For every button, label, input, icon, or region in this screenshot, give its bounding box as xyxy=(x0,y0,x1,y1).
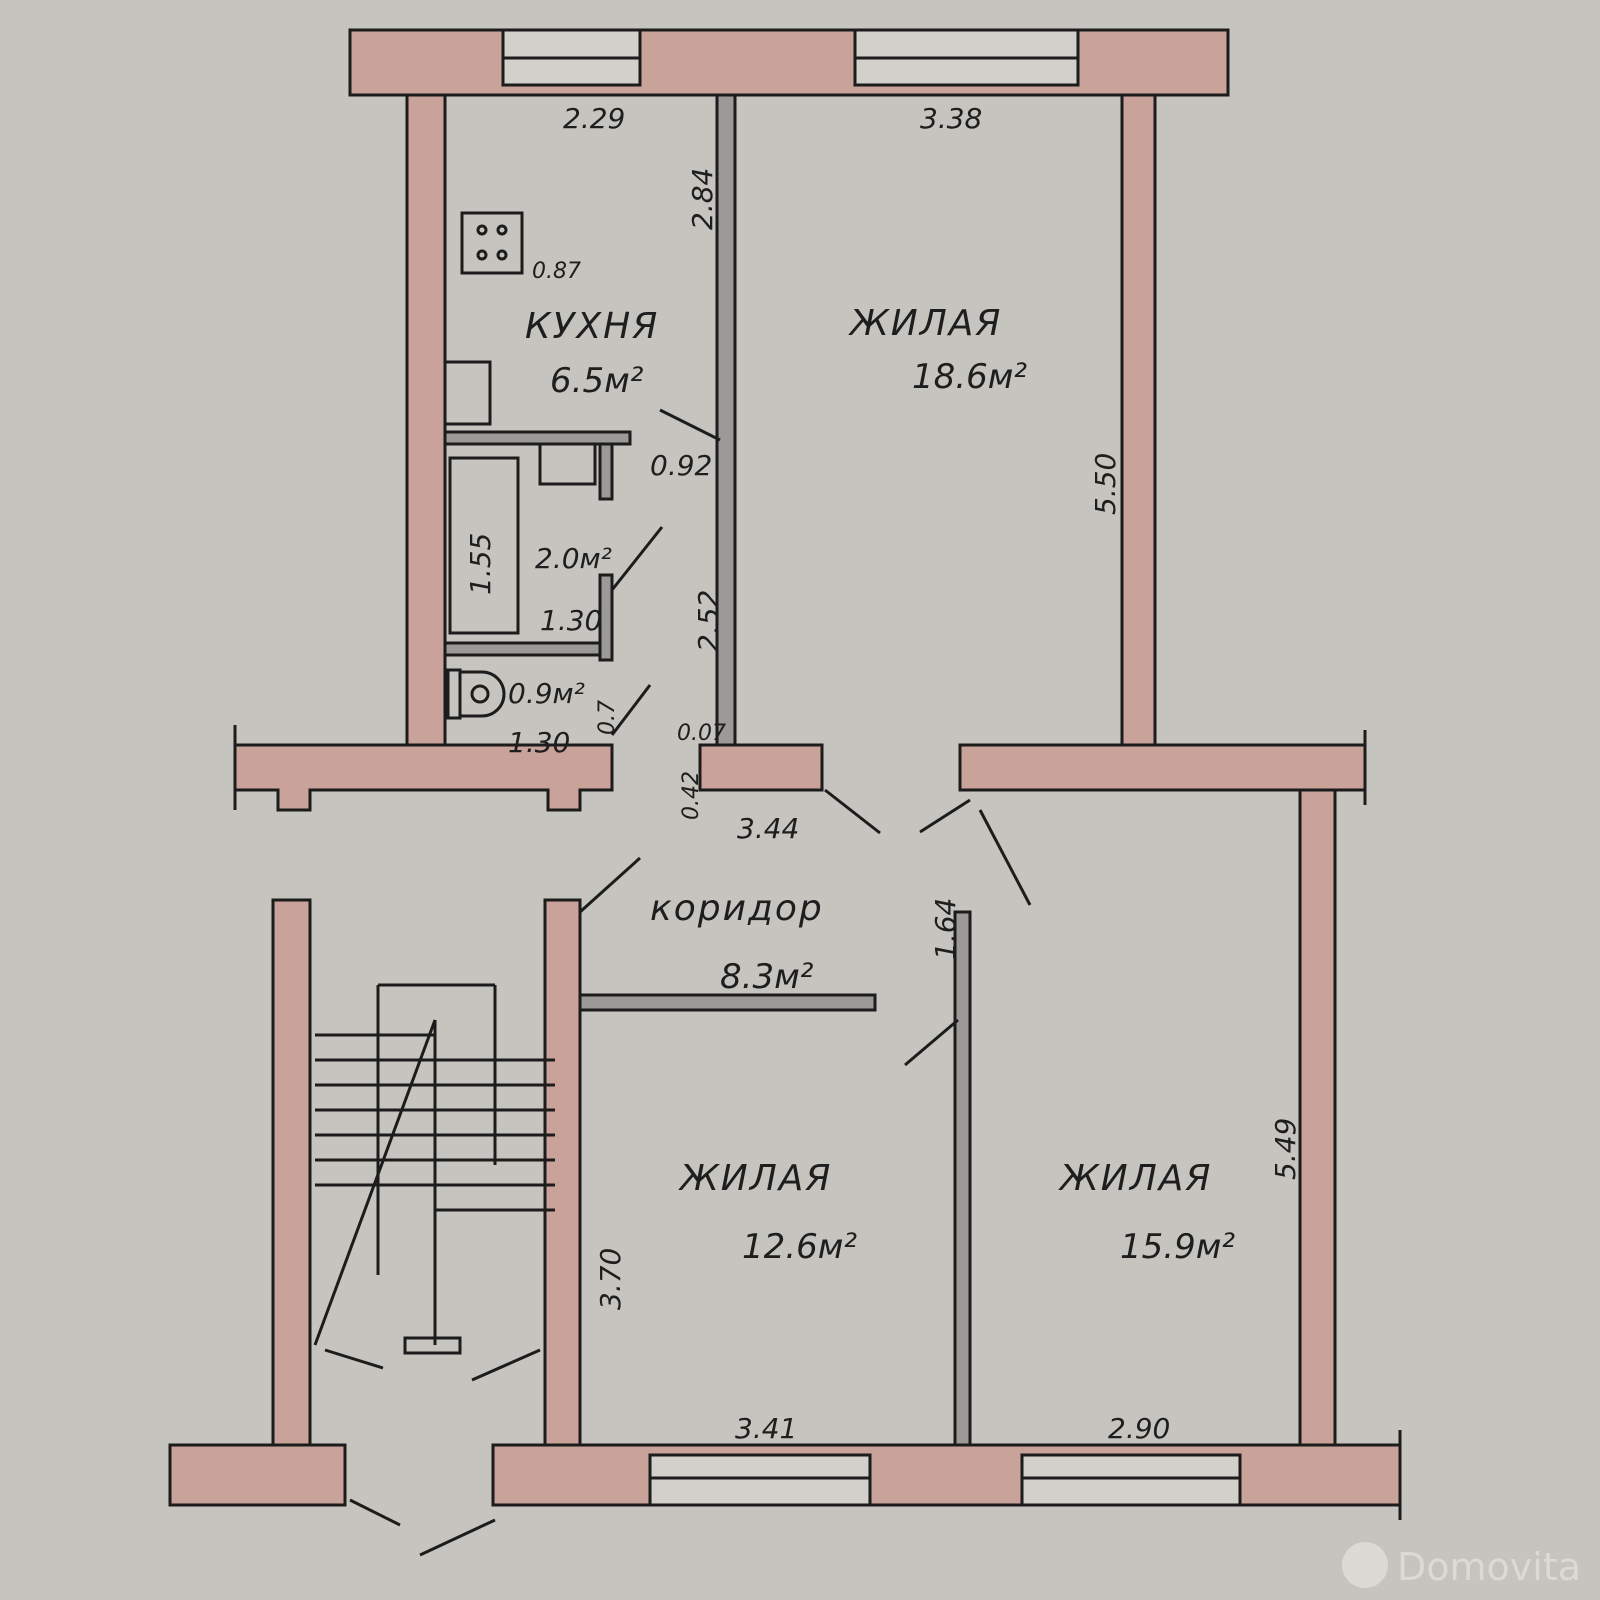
toilet-icon xyxy=(446,668,506,720)
dim-wall-thickness: 0.42 xyxy=(679,771,704,820)
labels: КУХНЯ 6.5м² ЖИЛАЯ 18.6м² 2.0м² 0.9м² кор… xyxy=(464,102,1302,1445)
stove-icon xyxy=(460,211,524,275)
toilet-area: 0.9м² xyxy=(508,677,585,710)
watermark-text: Domovita xyxy=(1397,1545,1581,1589)
dim-living-right-depth: 5.49 xyxy=(1269,1118,1302,1180)
living-right-name: ЖИЛАЯ xyxy=(1058,1158,1212,1199)
watermark: Domovita xyxy=(1342,1542,1581,1589)
dim-living-top-depth: 5.50 xyxy=(1089,453,1122,515)
living-mid-name: ЖИЛАЯ xyxy=(678,1158,832,1199)
kitchen-sink-icon xyxy=(443,360,492,426)
dim-bath-width: 1.30 xyxy=(540,604,602,637)
corridor-name: коридор xyxy=(650,888,824,929)
dim-living-top-width: 3.38 xyxy=(920,102,982,135)
kitchen-area: 6.5м² xyxy=(550,361,644,401)
dim-living-mid-depth: 3.70 xyxy=(594,1248,627,1310)
dim-door-kitchen: 0.92 xyxy=(650,449,712,482)
window-living-right xyxy=(1020,1453,1242,1507)
dim-living-mid-width: 3.41 xyxy=(735,1412,797,1445)
doors xyxy=(324,408,1032,1557)
dim-corridor-side: 2.52 xyxy=(692,590,725,652)
living-right-area: 15.9м² xyxy=(1120,1227,1235,1267)
bath-area: 2.0м² xyxy=(535,542,612,575)
bathroom-fixtures xyxy=(443,211,632,720)
watermark-logo-icon xyxy=(1342,1542,1388,1588)
living-top-area: 18.6м² xyxy=(912,357,1027,397)
dim-wall-offset: 0.07 xyxy=(677,721,726,746)
walls xyxy=(168,28,1402,1520)
dim-toilet-width: 1.30 xyxy=(508,726,570,759)
dim-toilet-door: 0.7 xyxy=(595,700,620,735)
dim-corridor-depth: 1.64 xyxy=(929,898,962,960)
dim-bath-length: 1.55 xyxy=(464,533,497,595)
dim-kitchen-width: 2.29 xyxy=(563,102,625,135)
sink-icon xyxy=(538,442,597,486)
living-top-name: ЖИЛАЯ xyxy=(848,303,1002,344)
window-living-mid xyxy=(648,1453,872,1507)
staircase xyxy=(313,983,555,1355)
corridor-area: 8.3м² xyxy=(720,957,814,997)
bathtub-icon xyxy=(448,456,520,635)
dim-kitchen-depth: 2.84 xyxy=(686,168,719,230)
living-mid-area: 12.6м² xyxy=(742,1227,857,1267)
dim-corridor-width: 3.44 xyxy=(737,812,799,845)
dim-stove: 0.87 xyxy=(532,259,581,284)
kitchen-name: КУХНЯ xyxy=(525,306,659,347)
dim-living-right-width: 2.90 xyxy=(1108,1412,1170,1445)
